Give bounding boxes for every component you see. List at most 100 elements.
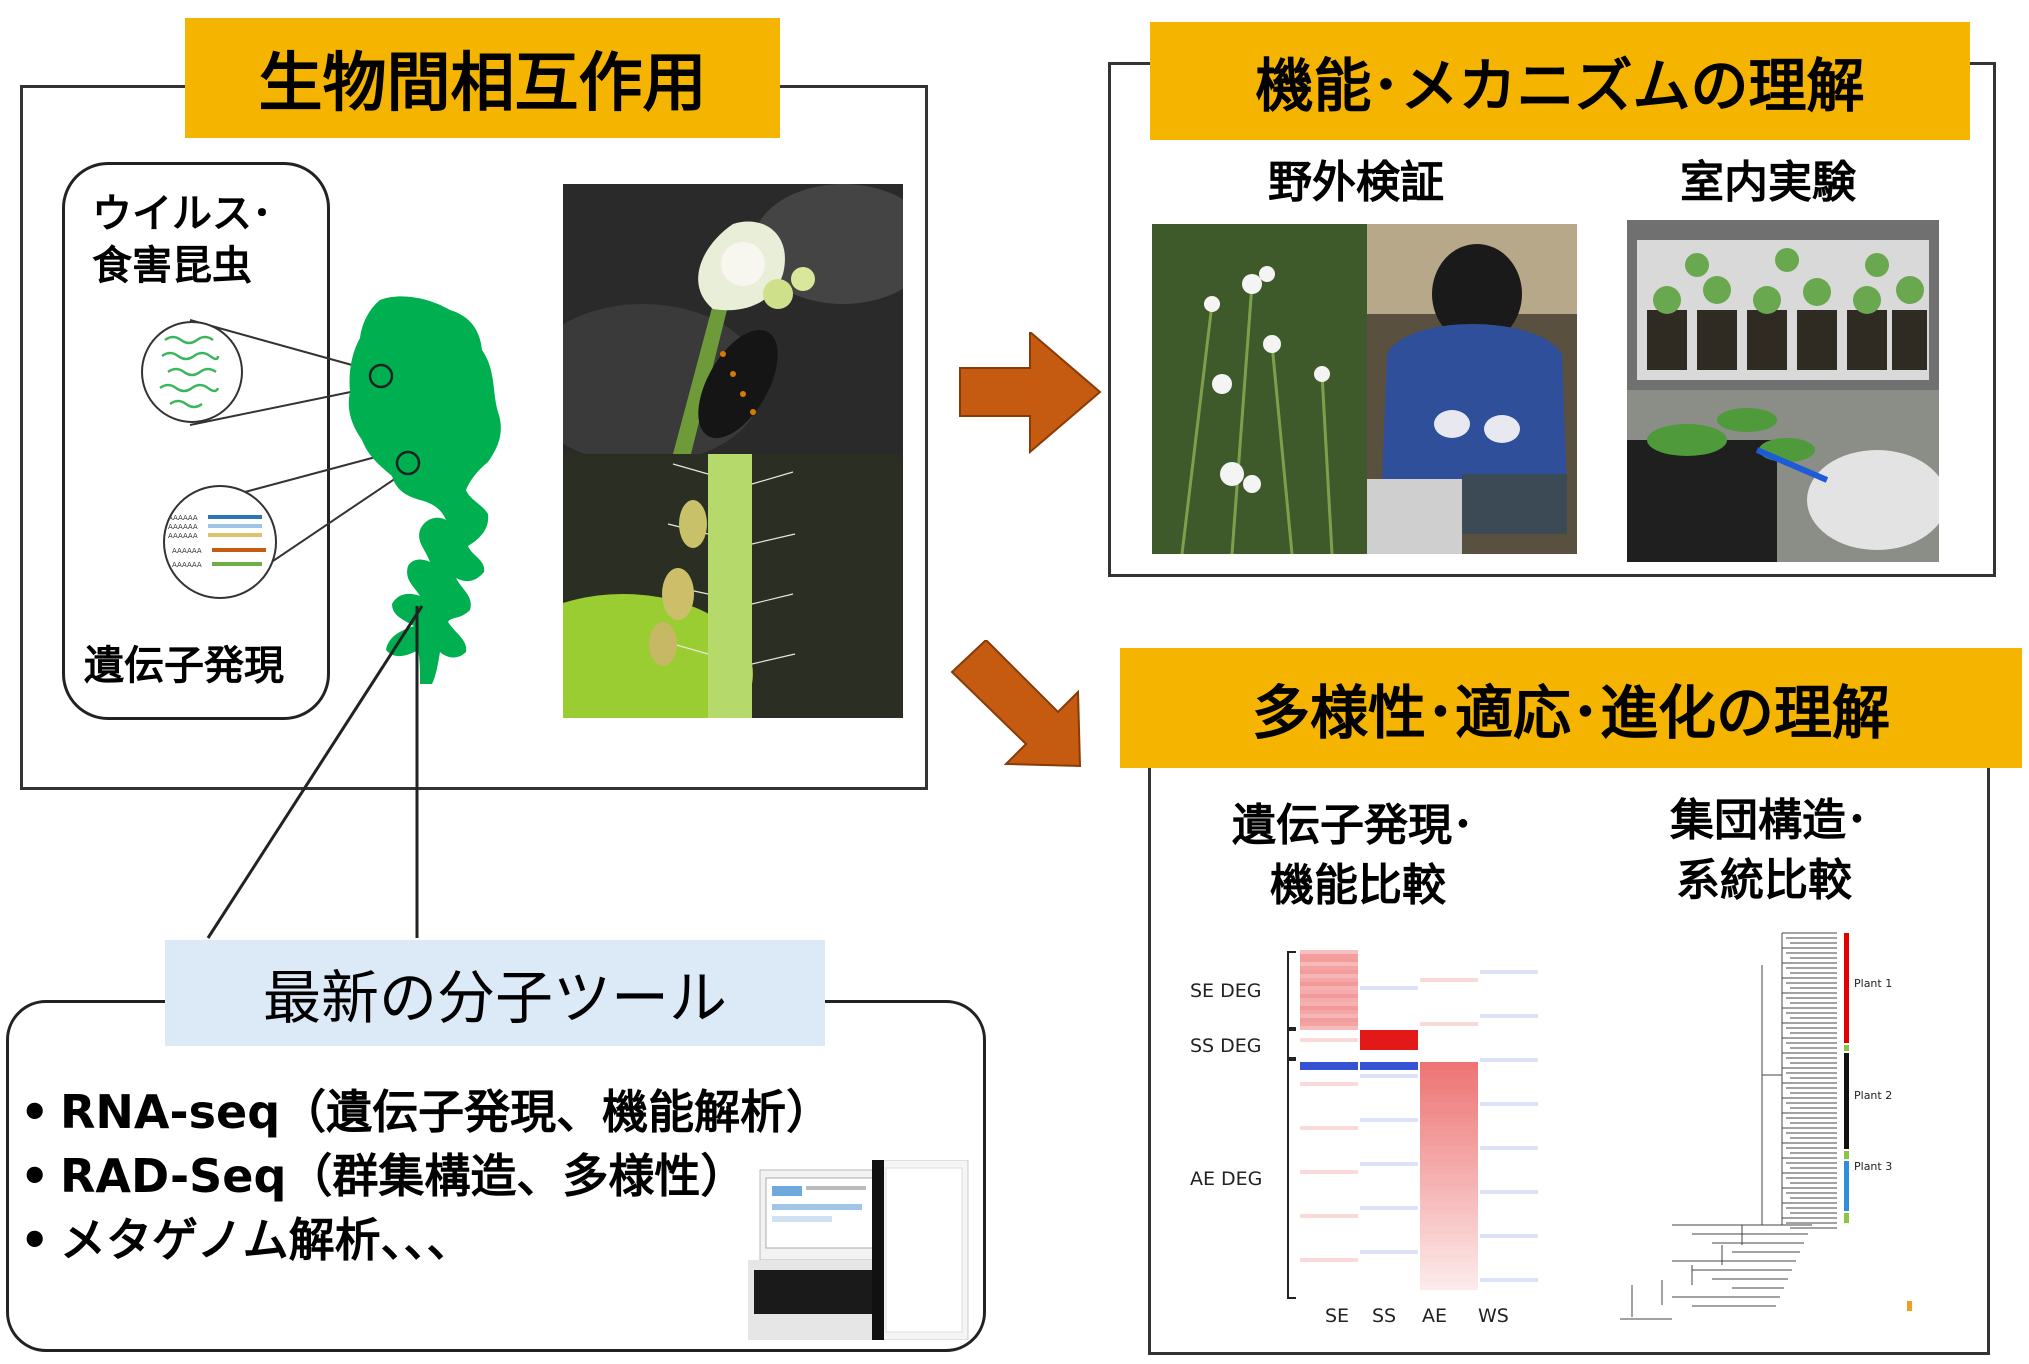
arrow-to-mechanism [959, 332, 1102, 455]
expression-comparison-label-line1: 遺伝子発現･ [1232, 800, 1474, 851]
heatmap-cell [1360, 1066, 1418, 1070]
heatmap-cell [1420, 1106, 1478, 1110]
heatmap-cell [1420, 1274, 1478, 1278]
heatmap-cell [1480, 1234, 1538, 1238]
heatmap-cell [1300, 1022, 1358, 1026]
plant-schematic: AAAAAA AAAAAA AAAAAA AAAAAA AAAAAA [141, 296, 501, 939]
heatmap-cell [1480, 1146, 1538, 1150]
heatmap-cell [1420, 1242, 1478, 1246]
heatmap-cell [1420, 1254, 1478, 1258]
heatmap-col-se: SE [1325, 1305, 1350, 1327]
heatmap-cell [1300, 1002, 1358, 1006]
interactions-title: 生物間相互作用 [185, 18, 780, 138]
heatmap-cell [1420, 1222, 1478, 1226]
diversity-title: 多様性･適応･進化の理解 [1120, 648, 2022, 768]
heatmap-cell [1480, 1278, 1538, 1282]
heatmap-cell [1420, 1110, 1478, 1114]
heatmap-cell [1420, 1074, 1478, 1078]
heatmap-cell [1420, 1130, 1478, 1134]
heatmap-cell [1420, 1126, 1478, 1130]
heatmap-cell [1420, 1186, 1478, 1190]
svg-text:AAAAAA: AAAAAA [168, 523, 198, 531]
heatmap-cell [1420, 1062, 1478, 1066]
heatmap-cell [1360, 986, 1418, 990]
tree-plant-3: Plant 3 [1854, 1160, 1893, 1173]
heatmap-cell [1300, 966, 1358, 970]
population-comparison-label-line2: 系統比較 [1676, 855, 1852, 906]
heatmap-row-ss: SS DEG [1190, 1035, 1262, 1057]
tool-item-metagenome: •メタゲノム解析、、、 [20, 1213, 473, 1267]
heatmap-cell [1300, 994, 1358, 998]
heatmap-cell [1300, 962, 1358, 966]
heatmap-cell [1420, 1098, 1478, 1102]
mechanism-title: 機能･メカニズムの理解 [1150, 22, 1970, 140]
heatmap-cell [1420, 1246, 1478, 1250]
heatmap-cell [1360, 1206, 1418, 1210]
heatmap-cell [1300, 1018, 1358, 1022]
heatmap-cell [1300, 1258, 1358, 1262]
heatmap-cell [1360, 1118, 1418, 1122]
heatmap-cell [1480, 1102, 1538, 1106]
heatmap-cell [1300, 982, 1358, 986]
tree-plant-2: Plant 2 [1854, 1089, 1893, 1102]
field-verification-label: 野外検証 [1268, 157, 1444, 208]
heatmap-cell [1420, 1230, 1478, 1234]
sequencer-image [748, 1160, 969, 1340]
heatmap-cell [1420, 1178, 1478, 1182]
heatmap-cell [1300, 970, 1358, 974]
population-comparison-label-line1: 集団構造･ [1670, 795, 1868, 846]
heatmap-cell [1420, 1286, 1478, 1290]
gene-expression-label: 遺伝子発現 [84, 643, 284, 689]
heatmap-cell [1300, 998, 1358, 1002]
heatmap-cell [1300, 1010, 1358, 1014]
heatmap-cell [1300, 1038, 1358, 1042]
heatmap-cell [1300, 1062, 1358, 1066]
virus-insect-label-line2: 食害昆虫 [92, 243, 252, 289]
tools-title: 最新の分子ツール [165, 940, 825, 1046]
heatmap-cell [1420, 1174, 1478, 1178]
heatmap-cell [1420, 1090, 1478, 1094]
heatmap-cell [1300, 958, 1358, 962]
heatmap-cell [1420, 1146, 1478, 1150]
heatmap-cell [1420, 1162, 1478, 1166]
heatmap-cell [1420, 1282, 1478, 1286]
heatmap-cell [1420, 1270, 1478, 1274]
heatmap-cell [1420, 1094, 1478, 1098]
heatmap [1287, 950, 1540, 1299]
heatmap-cell [1420, 1234, 1478, 1238]
svg-text:AAAAAA: AAAAAA [172, 547, 202, 555]
caterpillar-photo [563, 184, 903, 454]
heatmap-cell [1300, 1170, 1358, 1174]
heatmap-cell [1480, 1190, 1538, 1194]
heatmap-cell [1480, 970, 1538, 974]
heatmap-cell [1420, 1138, 1478, 1142]
heatmap-cell [1420, 1122, 1478, 1126]
svg-text:AAAAAA: AAAAAA [172, 561, 202, 569]
heatmap-col-ae: AE [1422, 1305, 1448, 1327]
heatmap-cell [1300, 974, 1358, 978]
heatmap-cell [1360, 1074, 1418, 1078]
heatmap-cell [1420, 1082, 1478, 1086]
heatmap-cell [1420, 1154, 1478, 1158]
heatmap-cell [1300, 1126, 1358, 1130]
heatmap-cell [1360, 1030, 1418, 1034]
heatmap-cell [1420, 1262, 1478, 1266]
heatmap-cell [1360, 1046, 1418, 1050]
heatmap-cell [1420, 1158, 1478, 1162]
heatmap-cell [1300, 990, 1358, 994]
lab-pots-photo [1627, 220, 1939, 390]
heatmap-cell [1420, 1182, 1478, 1186]
phylogenetic-tree [1620, 932, 1912, 1320]
heatmap-cell [1420, 1170, 1478, 1174]
heatmap-cell [1300, 1026, 1358, 1030]
heatmap-cell [1420, 1102, 1478, 1106]
heatmap-cell [1420, 1250, 1478, 1254]
heatmap-cell [1360, 1038, 1418, 1042]
heatmap-cell [1420, 1214, 1478, 1218]
field-flower-photo [1152, 224, 1367, 554]
heatmap-cell [1300, 1014, 1358, 1018]
heatmap-cell [1420, 1226, 1478, 1230]
heatmap-cell [1420, 1066, 1478, 1070]
heatmap-cell [1480, 1014, 1538, 1018]
heatmap-cell [1420, 1198, 1478, 1202]
